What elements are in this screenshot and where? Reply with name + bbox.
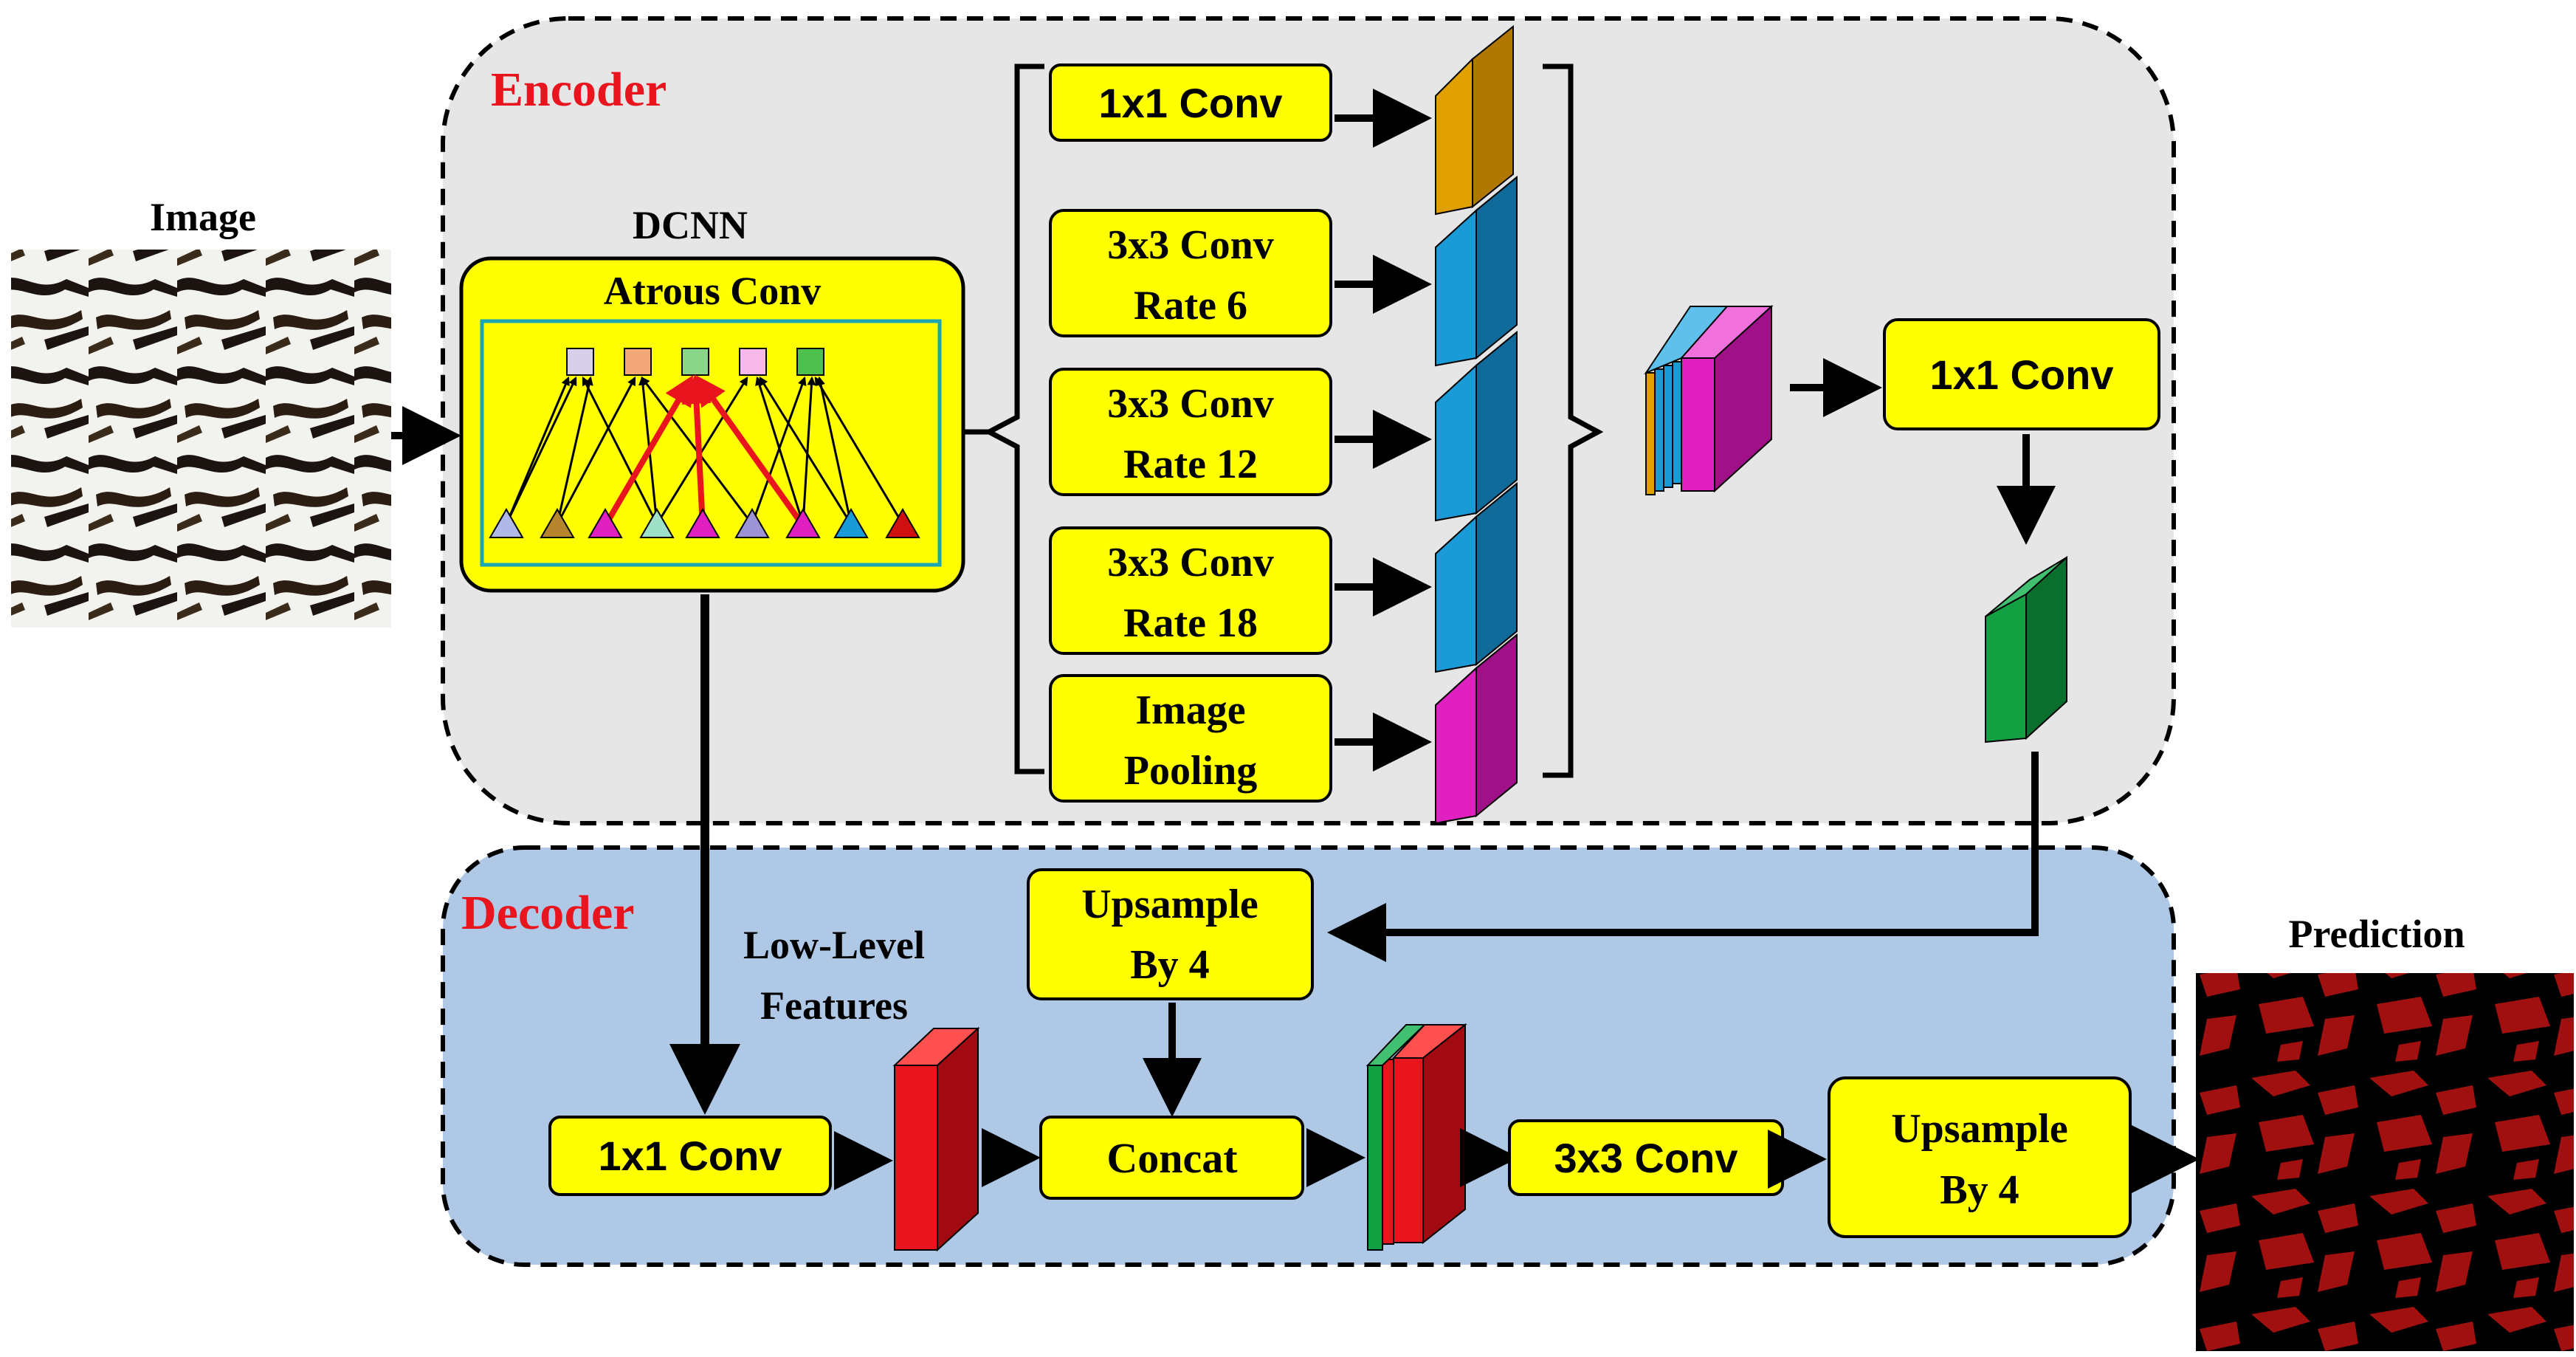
aspp-conv1x1-block	[1049, 63, 1332, 142]
atrous-conv-label: Atrous Conv	[604, 269, 822, 313]
aspp-conv1x1-label: 1x1 Conv	[1099, 80, 1283, 126]
low-level-label-line2: Features	[760, 983, 908, 1028]
decoder-upsample-top-line2: By 4	[1130, 942, 1209, 988]
decoder-upsample-top-block	[1027, 868, 1314, 1000]
aspp-rate6-line2: Rate 6	[1134, 283, 1247, 329]
encoder-title: Encoder	[491, 63, 667, 117]
concatenated-feature-stack	[1644, 304, 1774, 495]
aspp-rate12-block	[1049, 368, 1332, 496]
decoder-conv3x3-label: 3x3 Conv	[1554, 1135, 1738, 1181]
atrous-illustration	[489, 348, 920, 538]
image-label: Image	[150, 195, 256, 239]
decoder-upsample-final-line2: By 4	[1940, 1167, 2019, 1213]
aspp-rate12-line2: Rate 12	[1123, 442, 1258, 487]
atrous-frame	[480, 319, 942, 567]
decoder-concat-block	[1039, 1116, 1304, 1200]
feature-map-magenta	[1435, 633, 1518, 825]
dcnn-block	[459, 256, 965, 593]
feature-map-green-encoder	[1985, 555, 2067, 743]
input-image	[11, 250, 391, 628]
feature-map-green-red-concat	[1366, 1023, 1467, 1251]
encoder-fuse-conv-label: 1x1 Conv	[1930, 351, 2114, 398]
feature-map-orange	[1435, 24, 1514, 216]
decoder-conv1x1-label: 1x1 Conv	[599, 1133, 782, 1179]
aspp-pooling-line1: Image	[1135, 687, 1245, 733]
prediction-label: Prediction	[2289, 912, 2465, 956]
aspp-rate18-line2: Rate 18	[1123, 600, 1258, 646]
dcnn-label: DCNN	[633, 203, 748, 247]
feature-map-blue-3	[1435, 481, 1518, 673]
decoder-upsample-top-line1: Upsample	[1081, 882, 1258, 927]
aspp-rate18-block	[1049, 526, 1332, 655]
feature-map-red-low-level	[892, 1026, 980, 1252]
decoder-concat-label: Concat	[1106, 1134, 1238, 1182]
aspp-output-arrows	[1335, 89, 1432, 772]
low-level-label-line1: Low-Level	[743, 923, 925, 967]
aspp-right-brace	[1543, 63, 1604, 778]
decoder-upsample-final-line1: Upsample	[1891, 1106, 2068, 1152]
feature-map-blue-2	[1435, 330, 1518, 522]
aspp-rate18-line1: 3x3 Conv	[1107, 540, 1274, 585]
aspp-rate6-line1: 3x3 Conv	[1107, 222, 1274, 268]
encoder-fuse-conv-block	[1883, 318, 2160, 430]
decoder-conv1x1-block	[548, 1116, 832, 1196]
feature-map-blue-1	[1435, 175, 1518, 367]
aspp-pooling-block	[1049, 674, 1332, 803]
decoder-title: Decoder	[461, 886, 635, 940]
arrow-green-to-upsample	[1327, 752, 2039, 962]
aspp-rate6-block	[1049, 209, 1332, 337]
aspp-pooling-line2: Pooling	[1124, 748, 1257, 794]
aspp-rate12-line1: 3x3 Conv	[1107, 381, 1274, 427]
prediction-image	[2196, 973, 2574, 1351]
